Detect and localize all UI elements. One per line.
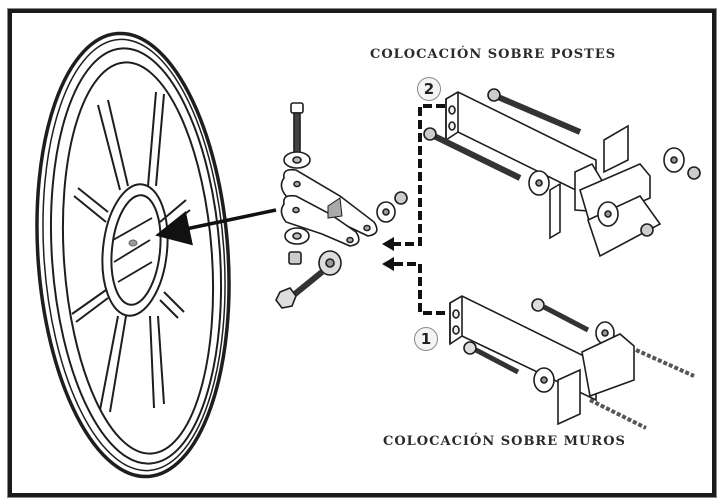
post-mount-bracket <box>423 88 701 258</box>
mirror-rim-outer <box>35 31 231 479</box>
hinge-plate-upper <box>280 168 378 237</box>
diagram-frame <box>8 9 716 497</box>
hinge-side-bolt-shaft <box>288 269 324 301</box>
option-number-badge-1: 1 <box>414 327 438 351</box>
connector-option-1 <box>382 257 445 315</box>
hinge-plate-lower <box>280 194 360 247</box>
hinge-top-bolt-head <box>290 102 304 114</box>
hinge-top-bolt-shaft <box>293 112 301 154</box>
title-post-mounting: COLOCACIÓN SOBRE POSTES <box>370 47 617 62</box>
mirror-hub-outer <box>101 183 169 317</box>
hinge-assembly <box>275 102 408 309</box>
hinge-right-nut <box>394 191 408 205</box>
connector-option-2 <box>382 104 445 251</box>
mirror-hub-inner <box>110 194 162 306</box>
option-number-badge-2: 2 <box>417 77 441 101</box>
title-wall-mounting: COLOCACIÓN SOBRE MUROS <box>383 434 626 449</box>
hinge-side-bolt-head <box>275 287 297 309</box>
arrow-to-mirror <box>155 208 277 246</box>
mirror-illustration <box>35 31 231 479</box>
mirror-rim-2 <box>42 38 226 472</box>
wall-mount-bracket <box>449 295 695 430</box>
mirror-rim-inner <box>61 61 215 455</box>
mirror-rim-3 <box>49 47 223 465</box>
hinge-lower-nut <box>288 251 302 265</box>
